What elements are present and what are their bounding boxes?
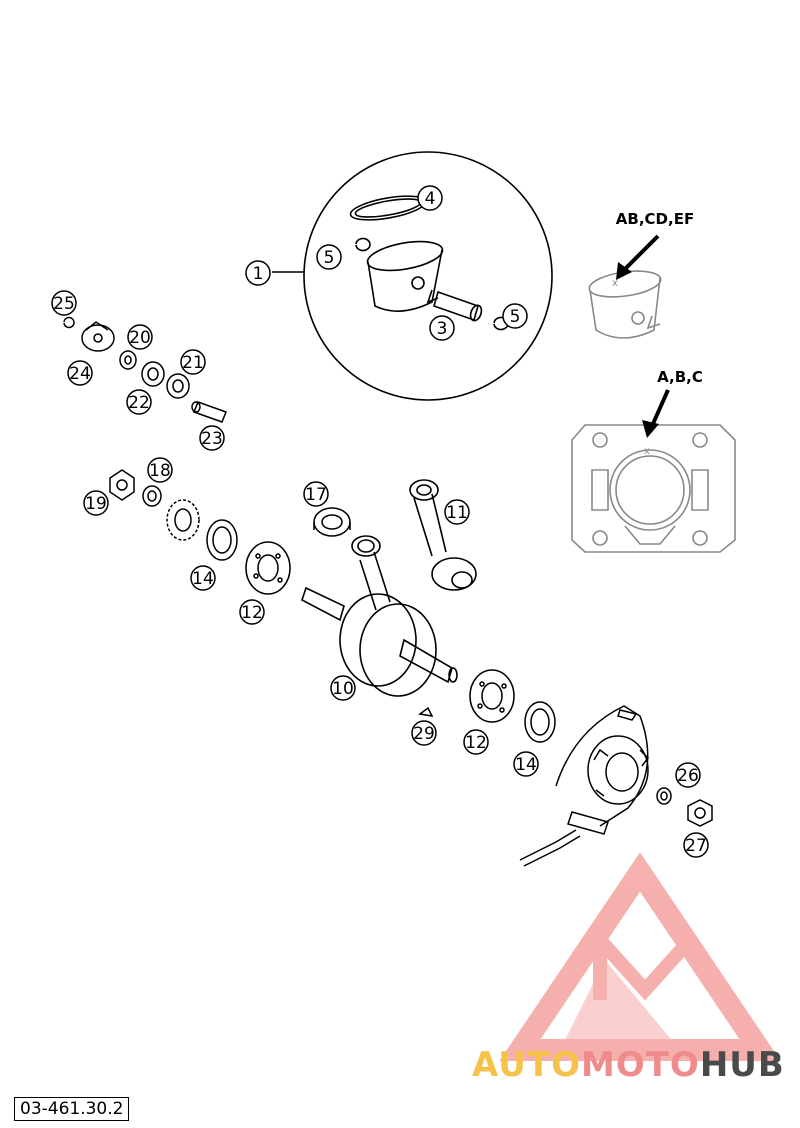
bearing-12-right <box>469 669 515 723</box>
callout-3: 3 <box>429 315 455 341</box>
callout-10: 10 <box>330 675 356 701</box>
ignition-stator <box>519 705 649 867</box>
water-pump-parts <box>63 316 227 423</box>
callout-11: 11 <box>444 499 470 525</box>
callout-27: 27 <box>683 832 709 858</box>
washer-20 <box>119 350 137 370</box>
crankshaft <box>301 535 458 697</box>
circlip-left <box>355 237 371 252</box>
gear-pinion <box>166 499 200 541</box>
svg-text:17: 17 <box>305 485 327 505</box>
connecting-rod-11 <box>409 479 477 591</box>
seal-14-right <box>524 701 556 743</box>
callout-14-left: 14 <box>190 565 216 591</box>
svg-text:x: x <box>612 278 618 289</box>
svg-text:12: 12 <box>241 603 263 623</box>
callout-5-left: 5 <box>316 244 342 270</box>
gear-assembly <box>109 469 291 595</box>
piston-detail-circle <box>272 151 553 401</box>
svg-text:1: 1 <box>253 264 264 284</box>
callouts: 1 3 4 5 5 10 11 12 12 14 14 17 18 19 20 … <box>51 185 709 858</box>
needle-bearing-17 <box>313 507 351 537</box>
svg-text:12: 12 <box>465 733 487 753</box>
svg-text:22: 22 <box>128 393 150 413</box>
shaft-23 <box>191 401 227 423</box>
callout-26: 26 <box>675 762 701 788</box>
svg-text:24: 24 <box>69 364 91 384</box>
woodruff-key-29 <box>418 706 434 717</box>
cable <box>519 829 577 861</box>
svg-text:29: 29 <box>413 724 435 744</box>
callout-22: 22 <box>126 389 152 415</box>
callout-17: 17 <box>303 481 329 507</box>
callout-5-right: 5 <box>502 303 528 329</box>
callout-12-left: 12 <box>239 599 265 625</box>
bearing-21 <box>166 373 190 399</box>
nut-19 <box>109 469 135 501</box>
svg-text:25: 25 <box>53 294 75 314</box>
svg-text:19: 19 <box>85 494 107 514</box>
callout-23: 23 <box>199 425 225 451</box>
circlip-small <box>63 316 75 329</box>
piston-marking-label: AB,CD,EF <box>616 210 694 228</box>
callout-20: 20 <box>127 324 153 350</box>
piston-marking-view: x <box>588 270 662 339</box>
cylinder-base-view: x <box>571 424 736 553</box>
callout-21: 21 <box>180 349 206 375</box>
callout-12-right: 12 <box>463 729 489 755</box>
seal-14-left <box>206 519 238 561</box>
watermark-text: AUTOMOTOHUB <box>472 1045 785 1085</box>
reference-number: 03-461.30.2 <box>14 1097 130 1121</box>
bearing-22 <box>141 361 165 387</box>
svg-text:14: 14 <box>515 755 537 775</box>
impeller <box>81 321 115 352</box>
svg-text:10: 10 <box>332 679 354 699</box>
callout-19: 19 <box>83 490 109 516</box>
svg-text:23: 23 <box>201 429 223 449</box>
piston-marking-arrow <box>616 234 660 280</box>
svg-text:11: 11 <box>446 503 468 523</box>
svg-text:18: 18 <box>149 461 171 481</box>
svg-text:27: 27 <box>685 836 707 856</box>
callout-24: 24 <box>67 360 93 386</box>
callout-18: 18 <box>147 457 173 483</box>
callout-29: 29 <box>411 720 437 746</box>
washer-18 <box>142 485 162 507</box>
callout-1: 1 <box>245 260 271 286</box>
svg-text:5: 5 <box>324 248 335 268</box>
cylinder-marking-label: A,B,C <box>657 368 703 386</box>
svg-text:14: 14 <box>192 569 214 589</box>
callout-14-right: 14 <box>513 751 539 777</box>
svg-text:20: 20 <box>129 328 151 348</box>
svg-text:5: 5 <box>510 307 521 327</box>
piston-pin <box>433 290 483 322</box>
piston <box>366 240 444 312</box>
lock-washer-26 <box>656 787 672 805</box>
watermark-logo <box>499 852 781 1061</box>
svg-text:21: 21 <box>182 353 204 373</box>
svg-text:x: x <box>644 446 650 457</box>
cylinder-marking-arrow <box>642 389 670 438</box>
flywheel-nut-27 <box>687 799 713 827</box>
callout-25: 25 <box>51 290 77 316</box>
svg-text:3: 3 <box>437 319 448 339</box>
bearing-12-left <box>245 541 291 595</box>
callout-4: 4 <box>417 185 443 211</box>
svg-text:26: 26 <box>677 766 699 786</box>
svg-text:4: 4 <box>425 189 436 209</box>
